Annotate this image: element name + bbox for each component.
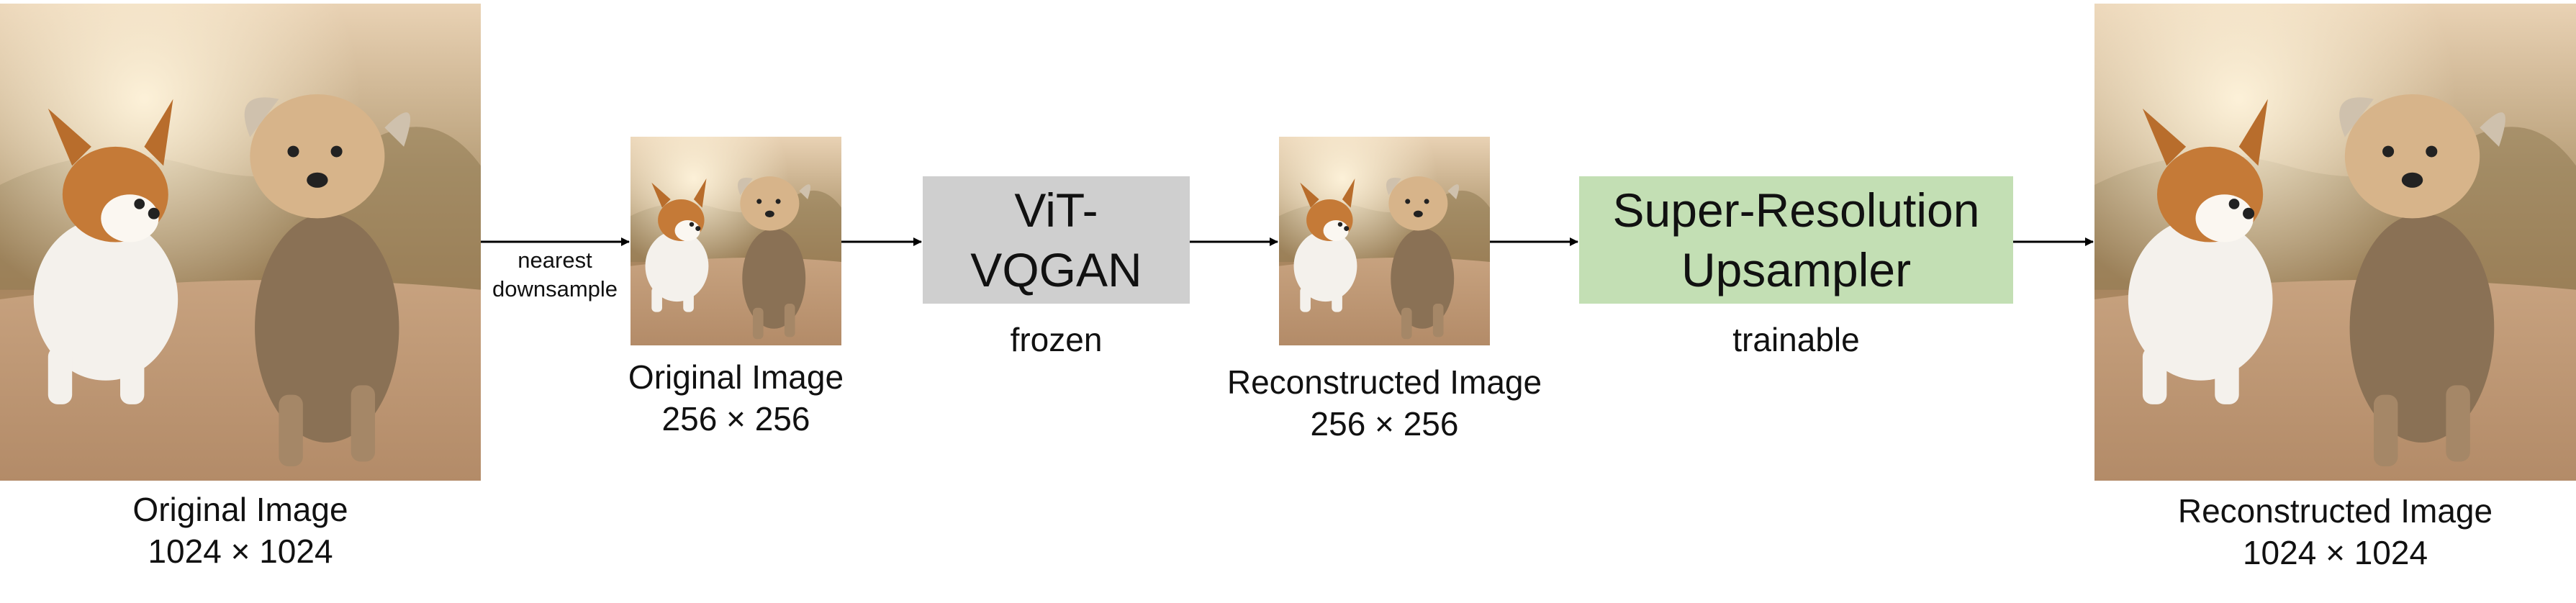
downsample-label: nearest downsample (481, 246, 629, 304)
vit-vqgan-status: frozen (1010, 321, 1103, 358)
input-image-size: 1024 × 1024 (148, 532, 333, 570)
downsample-label-line1: nearest (518, 248, 592, 273)
output-image-size: 1024 × 1024 (2242, 533, 2428, 571)
upsampler-status: trainable (1732, 321, 1860, 358)
downsample-label-line2: downsample (492, 276, 618, 302)
output-image-title: Reconstructed Image (2177, 492, 2493, 530)
output-image-caption: Reconstructed Image 1024 × 1024 (2094, 491, 2576, 573)
super-resolution-upsampler-block: Super-Resolution Upsampler (1579, 176, 2013, 304)
downsampled-image-caption: Original Image 256 × 256 (590, 357, 882, 440)
vit-vqgan-line2: VQGAN (970, 242, 1142, 296)
reconstructed-small-size: 256 × 256 (1310, 404, 1459, 443)
vit-vqgan-block: ViT- VQGAN (923, 176, 1190, 304)
input-image-caption: Original Image 1024 × 1024 (0, 489, 481, 572)
vit-vqgan-line1: ViT- (1014, 183, 1098, 237)
upsampler-line1: Super-Resolution (1612, 183, 1980, 237)
reconstructed-small-caption: Reconstructed Image 256 × 256 (1209, 362, 1560, 445)
downsampled-image-title: Original Image (628, 358, 844, 396)
reconstructed-small-title: Reconstructed Image (1226, 363, 1542, 401)
downsampled-image-size: 256 × 256 (661, 399, 810, 437)
upsampler-line2: Upsampler (1681, 242, 1912, 296)
input-image-title: Original Image (132, 491, 348, 528)
